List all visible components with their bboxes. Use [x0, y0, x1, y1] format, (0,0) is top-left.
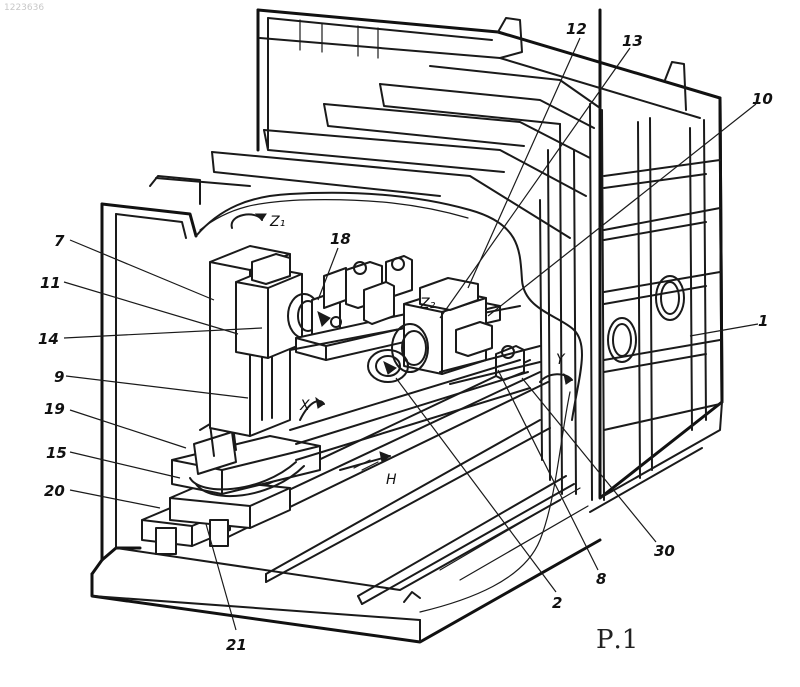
callout-15: 15: [46, 444, 67, 462]
callout-7: 7: [54, 232, 65, 250]
callout-30: 30: [654, 542, 675, 560]
callout-21: 21: [226, 636, 247, 654]
callout-9: 9: [54, 368, 64, 386]
callout-1: 1: [758, 312, 768, 330]
rear-frame: [258, 10, 722, 512]
callout-10: 10: [752, 90, 773, 108]
cable: [420, 392, 570, 612]
axis-x-label: X: [299, 398, 310, 414]
callout-11: 11: [40, 274, 61, 292]
column: [210, 214, 302, 436]
callout-12: 12: [566, 20, 587, 38]
axis-h-label: H: [386, 472, 397, 488]
callout-13: 13: [622, 32, 643, 50]
figure-label: Р.1: [596, 625, 638, 655]
callout-14: 14: [38, 330, 59, 348]
callout-19: 19: [44, 400, 65, 418]
axis-y-label: Y: [556, 352, 566, 368]
callout-20: 20: [44, 482, 65, 500]
callout-8: 8: [596, 570, 606, 588]
document-stamp: 1223636: [4, 3, 44, 13]
callout-2: 2: [552, 594, 562, 612]
axis-z1-label: Z₁: [269, 214, 285, 230]
callout-18: 18: [330, 230, 351, 248]
axis-z2-label: Z₂: [419, 296, 436, 312]
